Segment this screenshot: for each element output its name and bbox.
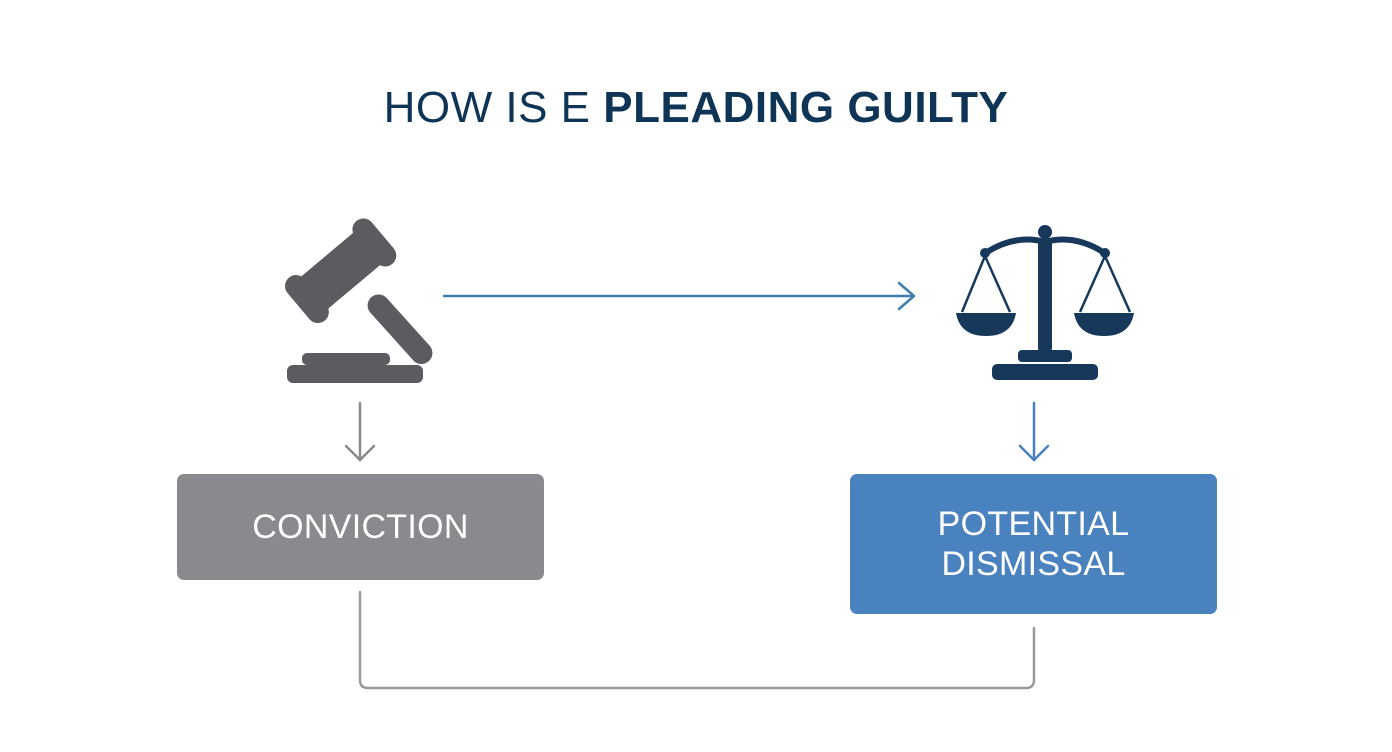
arrow-down-to-dismissal <box>1018 401 1050 462</box>
bottom-connector <box>358 590 1036 690</box>
scales-icon <box>952 218 1137 386</box>
arrow-down-to-conviction <box>344 401 376 462</box>
conviction-box: CONVICTION <box>177 474 544 580</box>
potential-dismissal-box: POTENTIAL DISMISSAL <box>850 474 1217 614</box>
dismissal-label-line2: DISMISSAL <box>941 545 1126 583</box>
gavel-icon <box>280 205 455 390</box>
dismissal-label-line1: POTENTIAL <box>937 505 1130 543</box>
conviction-label: CONVICTION <box>252 508 469 546</box>
arrow-gavel-to-scales <box>442 281 916 311</box>
diagram-title: HOW IS E PLEADING GUILTY <box>0 82 1392 134</box>
title-part-bold: PLEADING GUILTY <box>603 83 1009 132</box>
title-part-light: HOW IS E <box>383 83 591 132</box>
